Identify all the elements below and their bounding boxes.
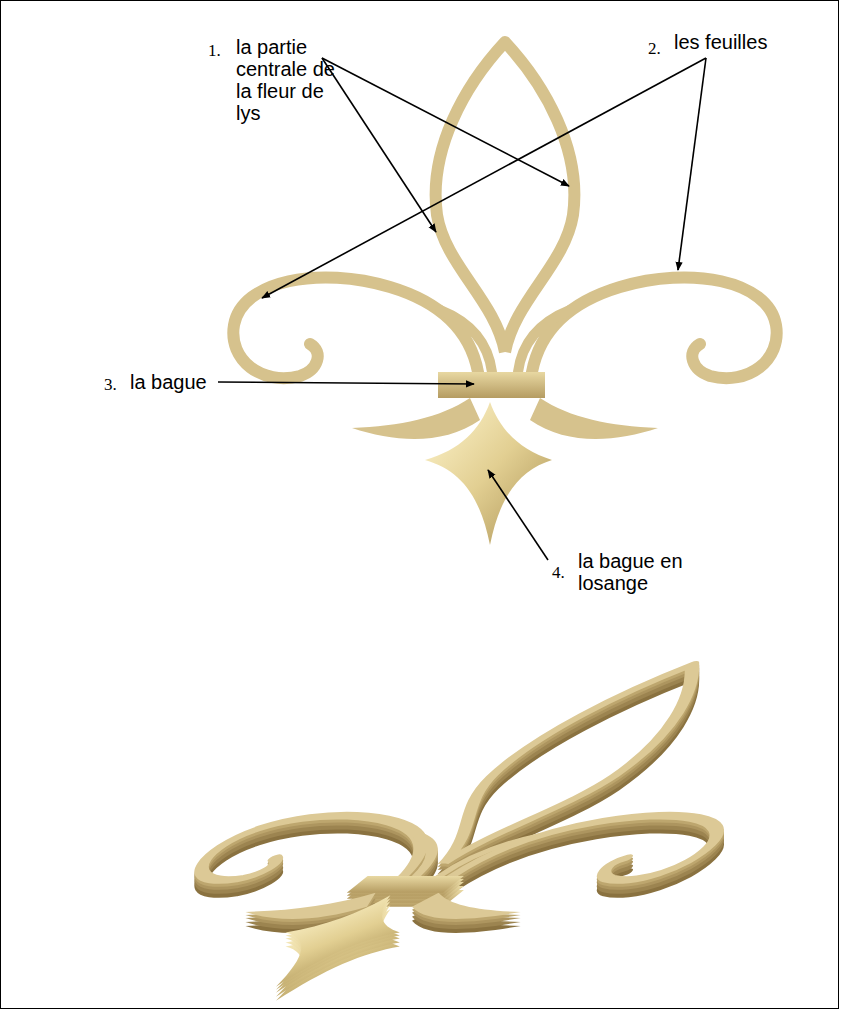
leader-line bbox=[218, 382, 474, 384]
part-label: la bague bbox=[130, 371, 207, 393]
part-label: les feuilles bbox=[674, 31, 767, 53]
leader-line bbox=[678, 58, 706, 270]
part-label: la bague en losange bbox=[578, 550, 688, 594]
fleur-de-lys-3d bbox=[45, 665, 851, 1001]
callout-number: 3. bbox=[104, 374, 117, 396]
part-label: la partie centrale de la fleur de lys bbox=[236, 36, 344, 124]
leader-line bbox=[262, 58, 706, 298]
callout-number: 2. bbox=[648, 38, 661, 60]
leader-line bbox=[488, 470, 548, 560]
callout-number: 1. bbox=[208, 40, 221, 62]
leader-line bbox=[322, 58, 569, 186]
fleur-de-lys-flat bbox=[233, 42, 776, 545]
leader-line bbox=[322, 58, 436, 232]
callout-number: 4. bbox=[552, 562, 565, 584]
leader-lines bbox=[218, 58, 706, 560]
